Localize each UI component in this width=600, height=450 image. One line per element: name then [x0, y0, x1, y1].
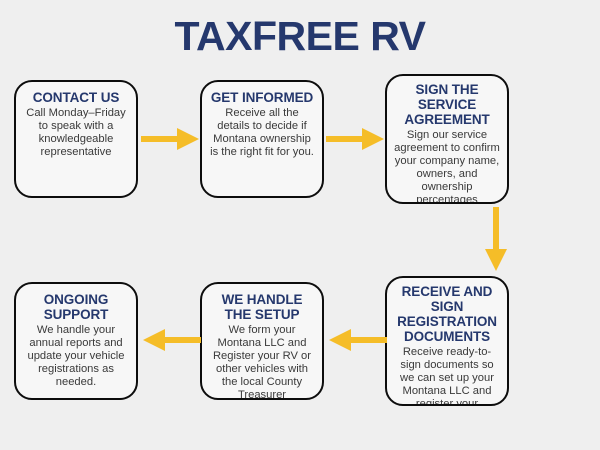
step-box-receive-sign-registration-documents[interactable]: RECEIVE AND SIGN REGISTRATION DOCUMENTS … — [385, 276, 509, 406]
step-body: We form your Montana LLC and Register yo… — [212, 324, 312, 400]
arrow-right-icon — [326, 128, 384, 150]
step-box-contact-us[interactable]: CONTACT US Call Monday–Friday to speak w… — [14, 80, 138, 198]
step-title: GET INFORMED — [210, 90, 314, 105]
step-box-we-handle-the-setup[interactable]: WE HANDLE THE SETUP We form your Montana… — [200, 282, 324, 400]
step-title: ONGOING SUPPORT — [43, 292, 109, 323]
step-box-get-informed[interactable]: GET INFORMED Receive all the details to … — [200, 80, 324, 198]
step-body: Receive all the details to decide if Mon… — [210, 107, 314, 159]
arrow-right-icon — [141, 128, 199, 150]
step-box-sign-service-agreement[interactable]: SIGN THE SERVICE AGREEMENT Sign our serv… — [385, 74, 509, 204]
step-body: Receive ready-to-sign documents so we ca… — [400, 346, 494, 406]
step-title: CONTACT US — [32, 90, 120, 105]
step-body: Call Monday–Friday to speak with a knowl… — [26, 107, 126, 159]
arrow-down-icon — [485, 207, 507, 271]
page-title: TAXFREE RV — [174, 13, 426, 59]
step-title: SIGN THE SERVICE AGREEMENT — [404, 82, 490, 128]
step-box-ongoing-support[interactable]: ONGOING SUPPORT We handle your annual re… — [14, 282, 138, 400]
arrow-left-icon — [143, 329, 201, 351]
arrow-left-icon — [329, 329, 387, 351]
step-title: RECEIVE AND SIGN REGISTRATION DOCUMENTS — [397, 284, 497, 345]
step-body: Sign our service agreement to confirm yo… — [394, 129, 500, 204]
step-title: WE HANDLE THE SETUP — [221, 292, 303, 323]
step-body: We handle your annual reports and update… — [27, 324, 125, 389]
